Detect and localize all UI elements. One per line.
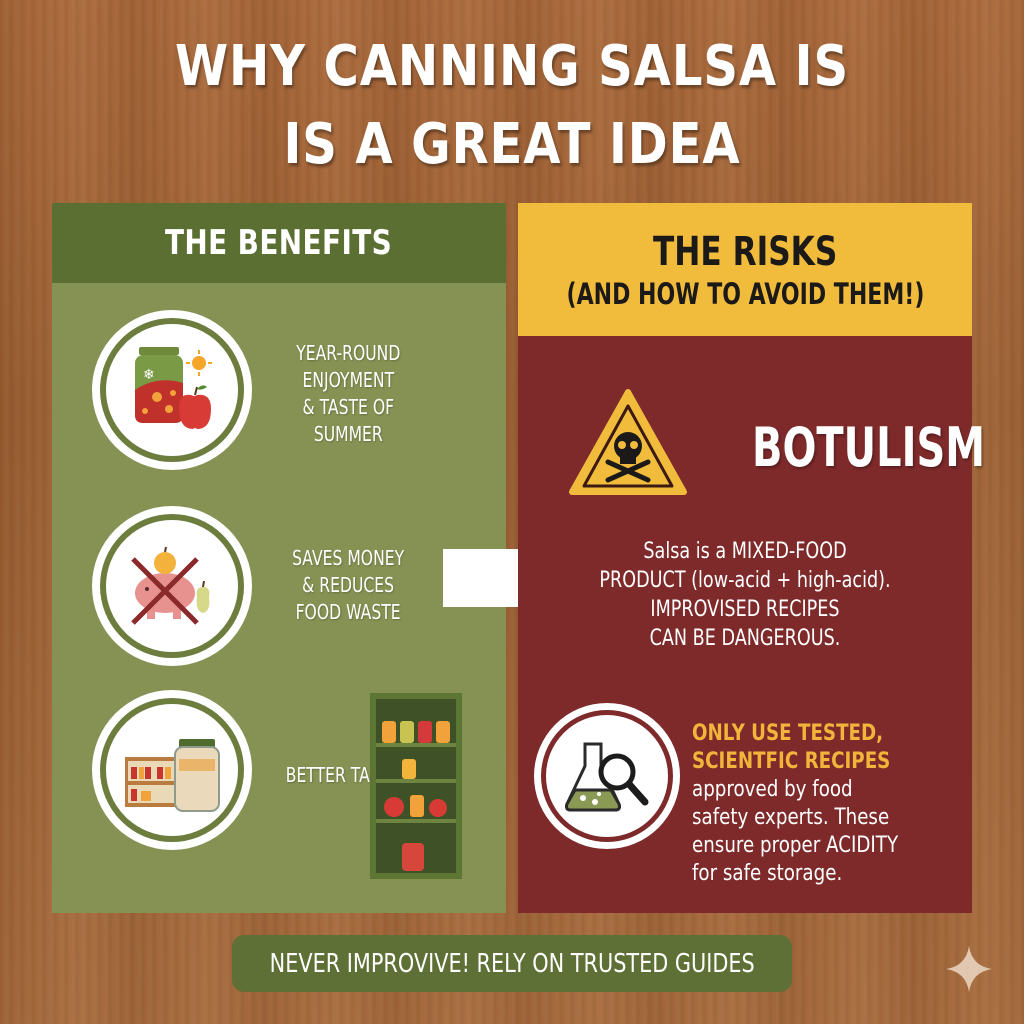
risk-description-line: PRODUCT (low-acid + high-acid). (599, 568, 891, 593)
solution-body-line: approved by food (692, 777, 853, 802)
sparkle-icon (946, 946, 992, 992)
risk-description: Salsa is a MIXED-FOOD PRODUCT (low-acid … (518, 537, 972, 653)
title-line-1: WHY CANNING SALSA IS (175, 34, 849, 99)
risk-description-line: CAN BE DANGEROUS. (649, 626, 841, 651)
benefit-label-saves-money: SAVES MONEY & REDUCES FOOD WASTE (292, 546, 405, 624)
risks-subheading: (AND HOW TO AVOID THEM!) (566, 276, 924, 311)
solution-body-line: safety experts. These (692, 805, 890, 830)
risk-description-line: IMPROVISED RECIPES (650, 597, 840, 622)
solution-highlight: SCIENTFIC RECIPES (692, 749, 891, 774)
benefits-panel: THE BENEFITS ❄ YEAR-ROUND ENJOYMENT & TA… (52, 203, 506, 913)
solution-body-line: ensure proper ACIDITY (692, 833, 899, 858)
skull-warning-icon (569, 389, 687, 495)
benefits-header: THE BENEFITS (52, 203, 506, 283)
page-title: WHY CANNING SALSA IS IS A GREAT IDEA (72, 28, 953, 184)
solution-body-line: for safe storage. (692, 861, 843, 886)
botulism-hazard: BOTULISM (568, 388, 985, 498)
risks-heading: THE RISKS (652, 228, 838, 275)
risks-panel: THE RISKS (AND HOW TO AVOID THEM!) BOTUL… (518, 203, 985, 913)
risk-description-line: Salsa is a MIXED-FOOD (643, 539, 847, 564)
pantry-shelf-icon (370, 693, 462, 879)
solution-text: ONLY USE TESTED, SCIENTFIC RECIPES appro… (692, 720, 933, 888)
flask-magnifier-icon (534, 703, 680, 849)
risks-header: THE RISKS (AND HOW TO AVOID THEM!) (518, 203, 972, 336)
benefits-heading: THE BENEFITS (165, 223, 393, 263)
svg-text:❄: ❄ (143, 367, 155, 383)
hazard-label: BOTULISM (752, 416, 986, 479)
solution-highlight: ONLY USE TESTED, (692, 721, 884, 746)
title-line-2: IS A GREAT IDEA (283, 112, 741, 177)
footer-banner: NEVER IMPROVIVE! RELY ON TRUSTED GUIDES (232, 935, 792, 992)
pantry-jar-icon (92, 690, 252, 850)
jar-apple-sun-icon: ❄ (92, 310, 252, 470)
footer-text: NEVER IMPROVIVE! RELY ON TRUSTED GUIDES (269, 948, 755, 979)
crossed-piggy-bank-icon (92, 506, 252, 666)
benefit-label-year-round: YEAR-ROUND ENJOYMENT & TASTE OF SUMMER (296, 341, 401, 446)
